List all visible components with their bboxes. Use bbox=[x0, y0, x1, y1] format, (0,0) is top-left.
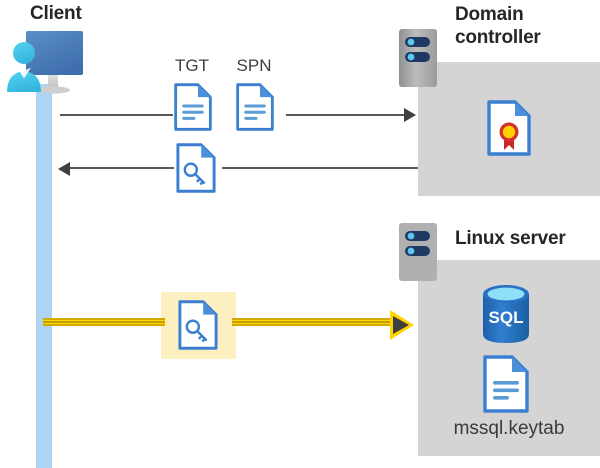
domain-controller-title-line2: controller bbox=[455, 27, 541, 48]
response-arrow-head bbox=[58, 162, 70, 176]
keytab-document-icon bbox=[483, 355, 529, 413]
domain-controller-title: Domain controller bbox=[455, 3, 595, 49]
domain-controller-server-rack-icon bbox=[398, 28, 438, 88]
document-icon-svg-tgt bbox=[174, 83, 212, 131]
document-icon-svg bbox=[483, 355, 529, 413]
key-document-icon-svg-2 bbox=[178, 300, 218, 350]
service-ticket-key-document-icon bbox=[178, 300, 218, 350]
request-arrow-line-left bbox=[60, 114, 173, 116]
server-rack-icon-svg bbox=[399, 29, 437, 87]
service-ticket-arrow-head bbox=[390, 310, 414, 340]
linux-server-rack-icon bbox=[398, 222, 438, 282]
key-document-icon-svg bbox=[176, 143, 216, 193]
linux-server-title: Linux server bbox=[455, 228, 566, 249]
user-computer-icon bbox=[2, 26, 98, 94]
tgt-document-icon bbox=[174, 83, 212, 131]
spn-tag-label: SPN bbox=[236, 56, 272, 75]
certificate-icon-svg bbox=[487, 100, 531, 156]
domain-controller-title-line1: Domain bbox=[455, 4, 524, 25]
response-key-document-icon bbox=[176, 143, 216, 193]
server-rack-icon-svg-2 bbox=[399, 223, 437, 281]
sql-database-icon-svg: SQL bbox=[483, 285, 529, 343]
service-ticket-line-right bbox=[232, 318, 392, 326]
keytab-filename-label: mssql.keytab bbox=[453, 418, 565, 439]
user-computer-icon-svg bbox=[7, 31, 83, 94]
client-lifeline bbox=[36, 84, 52, 468]
response-arrow-line-left bbox=[70, 167, 174, 169]
client-title: Client bbox=[30, 3, 82, 24]
request-arrow-line-right bbox=[286, 114, 405, 116]
document-icon-svg-spn bbox=[236, 83, 274, 131]
tgt-tag-label: TGT bbox=[175, 56, 209, 75]
sql-database-label: SQL bbox=[489, 308, 524, 327]
sql-database-icon: SQL bbox=[478, 283, 534, 345]
certificate-icon bbox=[487, 100, 531, 156]
service-ticket-line-left bbox=[43, 318, 165, 326]
response-arrow-line-right bbox=[222, 167, 418, 169]
spn-document-icon bbox=[236, 83, 274, 131]
request-arrow-head bbox=[404, 108, 416, 122]
